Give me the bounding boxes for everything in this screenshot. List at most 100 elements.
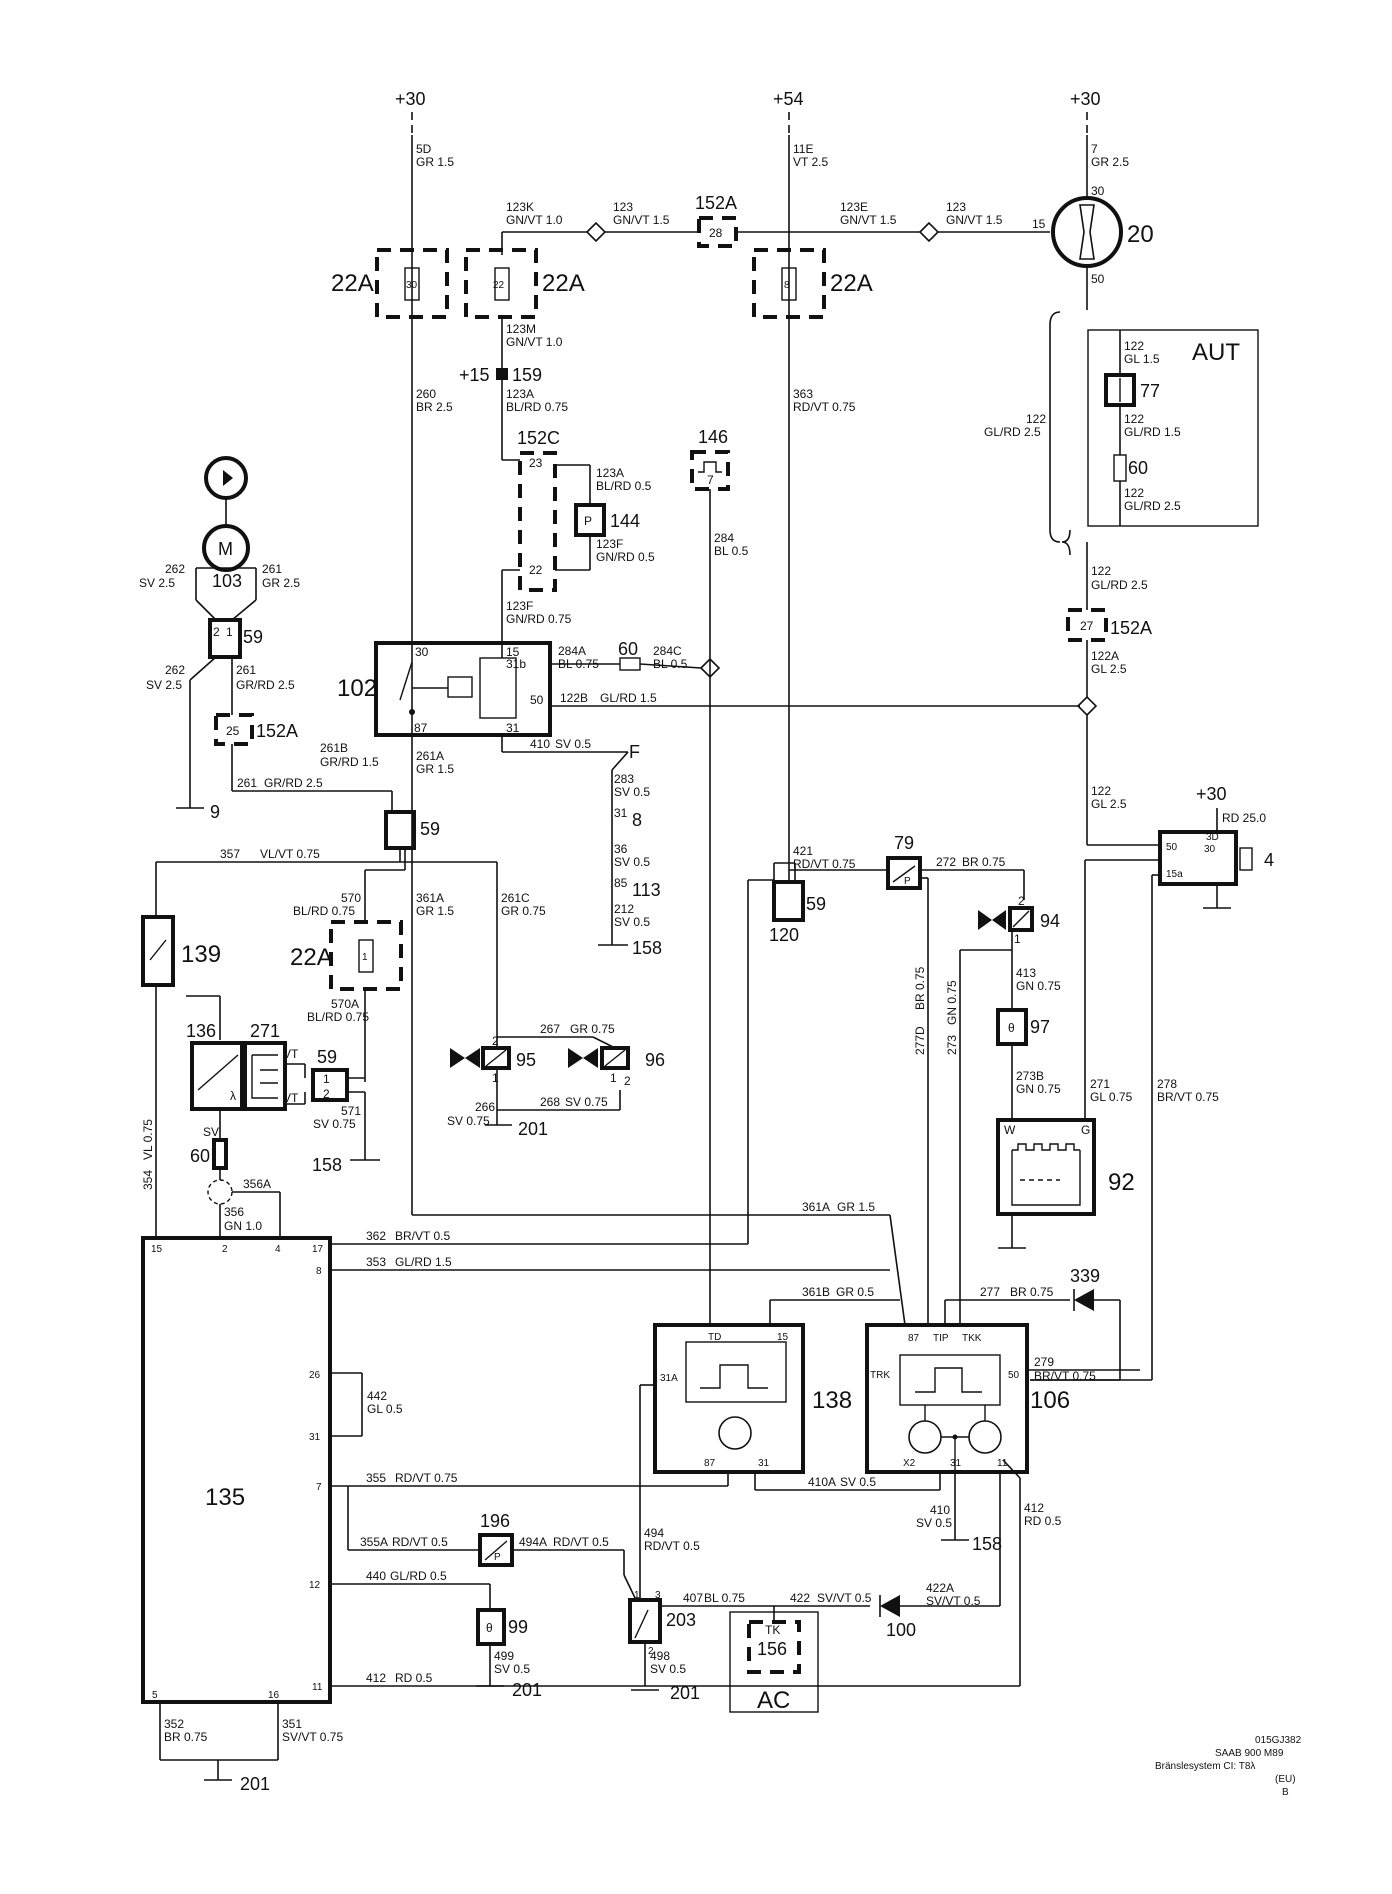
component-138: 138 [812,1387,852,1414]
wire-494a: 494A [519,1535,547,1549]
pin-3-203: 3 [655,1590,661,1601]
wire-284a-spec: BL 0.75 [558,657,599,671]
component-103: 103 [212,571,242,591]
wire-123f: 123F [596,537,623,551]
pin-87-138: 87 [704,1458,716,1469]
pin-15a-starter: 15a [1166,869,1183,880]
wire-261-r-spec: GR/RD 2.5 [236,678,295,692]
pin-1-95: 1 [492,1071,499,1085]
wire-122-f-spec: GL/RD 2.5 [984,425,1041,439]
wire-123m: 123M [506,322,536,336]
connector-159: 159 [512,365,542,385]
wire-212-spec: SV 0.5 [614,915,650,929]
pin-31-8: 31 [614,806,628,820]
component-136: 136 [186,1021,216,1041]
switch-79: 79 [894,833,914,853]
ground-201-d: 201 [240,1774,270,1794]
pin-28: 28 [709,226,723,240]
wire-sv: SV [203,1125,219,1139]
wire-266: 266 [475,1100,495,1114]
wire-498-spec: SV 0.5 [650,1662,686,1676]
diode-339: 339 [1070,1266,1100,1286]
wire-361a-2: 361A [802,1200,830,1214]
wire-570a: 570A [331,997,359,1011]
wire-123k-spec: GN/VT 1.0 [506,213,563,227]
connector-60-lambda: 60 [190,1146,210,1166]
wire-279-spec: BR/VT 0.75 [1034,1369,1096,1383]
wire-442: 442 [367,1389,387,1403]
wire-122-d: 122 [1124,412,1144,426]
wire-260: 260 [416,387,436,401]
wire-362-spec: BR/VT 0.5 [395,1229,450,1243]
wire-407: 407 [683,1591,703,1605]
wire-268-spec: SV 0.75 [565,1095,608,1109]
supply-15: +15 [459,365,490,385]
wire-122-g-spec: GL/RD 2.5 [1091,578,1148,592]
lambda-symbol: λ [230,1089,236,1103]
ground-158-c: 158 [972,1534,1002,1554]
ac-label: AC [757,1687,790,1714]
wire-5d-spec: GR 1.5 [416,155,454,169]
wire-442-spec: GL 0.5 [367,1402,403,1416]
pin-30-relay: 30 [415,645,429,659]
wire-122-e: 122 [1124,486,1144,500]
wire-571: 571 [341,1104,361,1118]
wire-122b-spec: GL/RD 1.5 [600,691,657,705]
ecu-pin-11: 11 [312,1682,323,1693]
wire-123f-2-spec: GN/RD 0.75 [506,612,572,626]
pin-31-138: 31 [758,1458,770,1469]
ground-201-c: 201 [670,1683,700,1703]
wire-361a: 361A [416,891,444,905]
wire-413: 413 [1016,966,1036,980]
wire-36: 36 [614,842,628,856]
wire-261a-spec: GR 1.5 [416,762,454,776]
fuse-22a-4: 22A [290,944,333,971]
component-139: 139 [181,941,221,968]
ground-9: 9 [210,802,220,822]
wire-499-spec: SV 0.5 [494,1662,530,1676]
wire-361b-spec: GR 0.5 [836,1285,874,1299]
fuse-pin-8: 8 [784,280,790,291]
wire-352-spec: BR 0.75 [164,1730,208,1744]
pin-7-146: 7 [707,473,714,487]
wire-422: 422 [790,1591,810,1605]
wire-273: 273 [945,1035,959,1055]
ecu-pin-2: 2 [222,1244,228,1255]
wire-123a-spec: BL/RD 0.75 [506,400,568,414]
wire-362: 362 [366,1229,386,1243]
switch-196: 196 [480,1511,510,1531]
wire-262-b: 262 [165,663,185,677]
wire-421: 421 [793,844,813,858]
wire-356-spec: GN 1.0 [224,1219,262,1233]
component-20: 20 [1127,221,1154,248]
wire-412-b-spec: RD 0.5 [395,1671,433,1685]
wire-353-spec: GL/RD 1.5 [395,1255,452,1269]
wire-122a-spec: GL 2.5 [1091,662,1127,676]
connector-152c: 152C [517,428,560,448]
wire-352: 352 [164,1717,184,1731]
component-144: 144 [610,511,640,531]
wire-123m-spec: GN/VT 1.0 [506,335,563,349]
pin-tk: TK [765,1623,780,1637]
svg-text:θ: θ [486,1621,493,1635]
wire-122-spec: GL 2.5 [1091,797,1127,811]
pin-f: F [629,742,640,762]
pin-87-relay: 87 [414,721,428,735]
pin-30-starter: 30 [1204,844,1216,855]
wire-357: 357 [220,847,240,861]
connector-60-relay: 60 [618,639,638,659]
caption-variant: B [1282,1787,1289,1798]
wire-356a: 356A [243,1177,271,1191]
ecu-pin-17: 17 [312,1244,324,1255]
wire-271-spec: GL 0.75 [1090,1090,1133,1104]
injector-95: 95 [516,1050,536,1070]
component-92: 92 [1108,1169,1135,1196]
ecu-pin-4: 4 [275,1244,281,1255]
wire-267: 267 [540,1022,560,1036]
wire-122-c: 122 [1124,339,1144,353]
wire-410-b: 410 [930,1503,950,1517]
wire-421-spec: RD/VT 0.75 [793,857,856,871]
connector-120: 120 [769,925,799,945]
wire-355a-spec: RD/VT 0.5 [392,1535,448,1549]
wire-422a: 422A [926,1581,954,1595]
